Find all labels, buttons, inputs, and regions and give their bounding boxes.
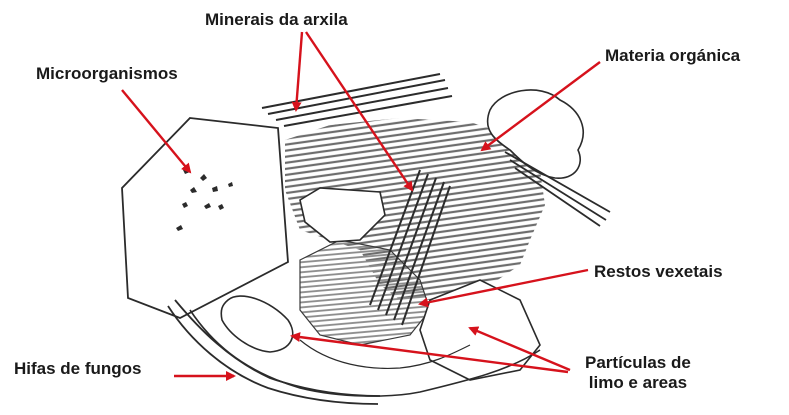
silt-particle-left bbox=[221, 296, 292, 352]
label-fungal-hyphae: Hifas de fungos bbox=[14, 359, 142, 379]
label-silt-sand: Partículas de limo e areas bbox=[585, 353, 691, 393]
label-silt-sand-line2: limo e areas bbox=[585, 373, 691, 393]
label-clay-minerals: Minerais da arxila bbox=[205, 10, 348, 30]
label-organic-matter: Materia orgánica bbox=[605, 46, 740, 66]
label-silt-sand-line1: Partículas de bbox=[585, 353, 691, 373]
clay-minerals-top bbox=[262, 74, 452, 126]
arrow-minerais-1 bbox=[296, 32, 302, 110]
label-plant-remains: Restos vexetais bbox=[594, 262, 723, 282]
label-microorganisms: Microorganismos bbox=[36, 64, 178, 84]
micro-particle bbox=[122, 118, 288, 318]
